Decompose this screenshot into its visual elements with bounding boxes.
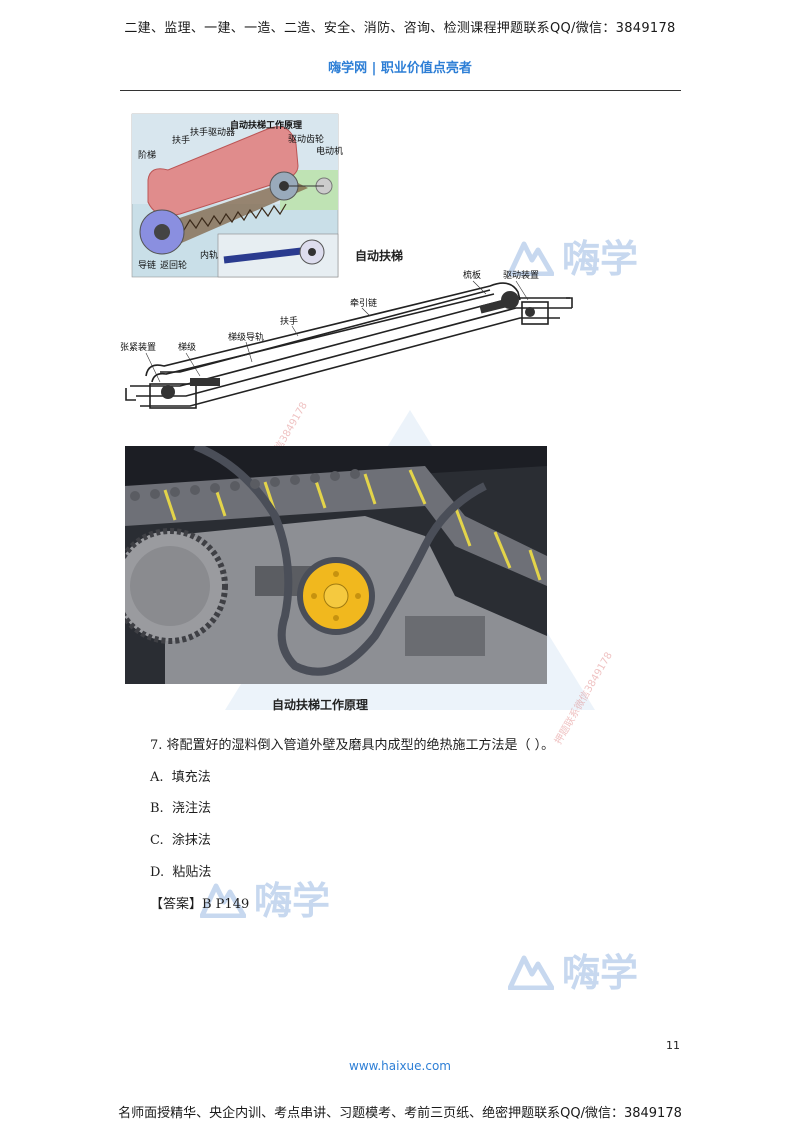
figure1-caption: 自动扶梯 [355, 248, 403, 263]
inset-label-step: 阶梯 [138, 149, 156, 161]
inset-title: 自动扶梯工作原理 [230, 119, 302, 131]
haixue-logo-icon [508, 241, 554, 276]
watermark-logo-text: 嗨学 [562, 237, 639, 281]
haixue-logo-icon [200, 883, 246, 918]
header-promo-line: 二建、监理、一建、一造、二造、安全、消防、咨询、检测课程押题联系QQ/微信：38… [124, 21, 676, 36]
option-label: B. [150, 801, 164, 816]
question-text: 7. 将配置好的湿料倒入管道外壁及磨具内成型的绝热施工方法是（ ）。 [150, 738, 555, 753]
option-b: B. 浇注法 [150, 797, 211, 816]
footer-url-link[interactable]: www.haixue.com [349, 1059, 451, 1073]
label-step-guide: 梯级导轨 [228, 331, 264, 343]
option-text: 涂抹法 [171, 833, 211, 848]
label-handrail: 扶手 [280, 315, 298, 327]
label-traction-chain: 牵引链 [350, 297, 377, 309]
option-label: A. [150, 770, 164, 785]
header-brand: 嗨学网 | 职业价值点亮者 [328, 61, 472, 76]
inset-label-handrail: 扶手 [172, 134, 190, 146]
inset-label-handrail-drive: 扶手驱动器 [190, 126, 235, 138]
watermark-logo: 嗨学 [508, 942, 638, 997]
option-label: C. [150, 833, 164, 848]
header-divider [120, 90, 681, 91]
escalator-render-image [112, 442, 547, 684]
inset-label-inner-rail: 内轨 [200, 249, 218, 261]
escalator-diagram: 自动扶梯工作原理 扶手驱动器 扶手 阶梯 驱动齿轮 电动机 导链 返回轮 内轨 [120, 110, 575, 415]
option-a: A. 填充法 [150, 766, 211, 785]
option-text: 填充法 [171, 770, 211, 785]
watermark-logo: 嗨学 [200, 870, 330, 925]
watermark-logo-text: 嗨学 [254, 879, 331, 923]
watermark-logo-text: 嗨学 [562, 951, 639, 995]
label-drive-device: 驱动装置 [503, 269, 539, 281]
answer-text: 【答案】B P149 [150, 897, 250, 912]
watermark-logo: 嗨学 [508, 228, 638, 283]
option-c: C. 涂抹法 [150, 829, 211, 848]
footer-promo-line: 名师面授精华、央企内训、考点串讲、习题模考、考前三页纸、绝密押题联系QQ/微信：… [118, 1106, 682, 1121]
inset-label-guide-chain: 导链 [138, 259, 156, 271]
option-d: D. 粘贴法 [150, 861, 211, 880]
option-text: 浇注法 [171, 801, 211, 816]
page-number: 11 [666, 1039, 680, 1052]
label-comb-plate: 梳板 [463, 269, 481, 281]
option-label: D. [150, 865, 165, 880]
inset-label-return-wheel: 返回轮 [160, 259, 187, 271]
figure2-caption: 自动扶梯工作原理 [272, 698, 369, 712]
label-tension-device: 张紧装置 [120, 341, 156, 353]
inset-label-motor: 电动机 [316, 145, 343, 157]
inset-label-drive-gear: 驱动齿轮 [288, 133, 324, 145]
option-text: 粘贴法 [172, 865, 212, 880]
label-step: 梯级 [178, 341, 196, 353]
haixue-logo-icon [508, 955, 554, 990]
